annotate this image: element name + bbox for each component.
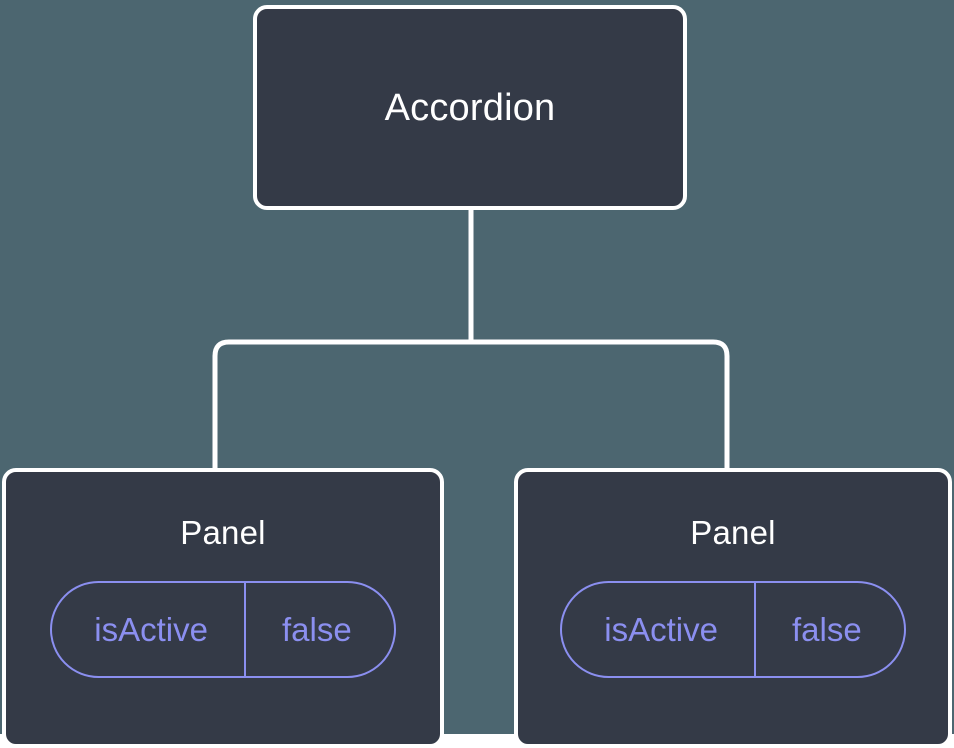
prop-key: isActive — [94, 611, 208, 648]
prop-badge-is-active-2[interactable]: isActive false — [560, 581, 906, 678]
node-accordion-label: Accordion — [384, 86, 556, 129]
prop-key: isActive — [604, 611, 718, 648]
node-panel-1[interactable]: Panel isActive false — [2, 468, 444, 748]
node-panel-2-label: Panel — [690, 514, 776, 551]
prop-value: false — [753, 583, 904, 676]
prop-badge-is-active-1[interactable]: isActive false — [50, 581, 396, 678]
prop-value: false — [243, 583, 394, 676]
node-panel-1-label: Panel — [180, 514, 266, 551]
node-accordion[interactable]: Accordion — [253, 5, 687, 210]
connector-branch — [212, 339, 730, 470]
node-panel-2[interactable]: Panel isActive false — [514, 468, 952, 748]
